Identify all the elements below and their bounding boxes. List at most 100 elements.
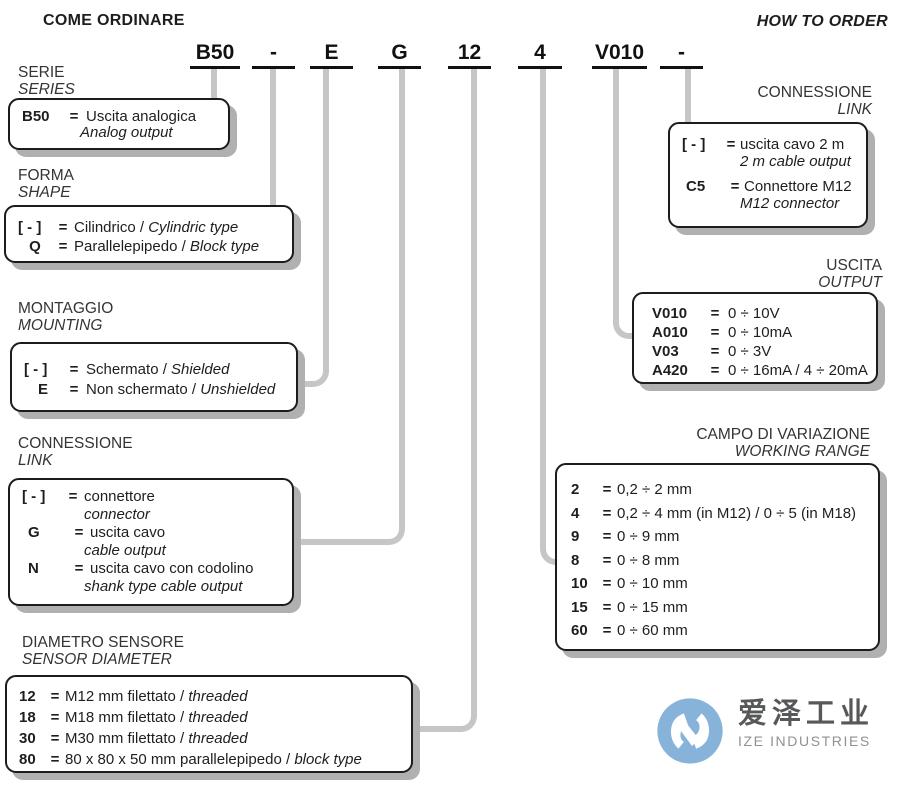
equals-sign: =	[69, 361, 79, 378]
heading-working-range-it: CAMPO DI VARIAZIONE	[696, 426, 870, 443]
option-text-en: Shielded	[171, 361, 230, 378]
option-text: 80 x 80 x 50 mm parallelepipedo / block …	[65, 749, 362, 770]
option-text-translation: Analog output	[80, 124, 173, 141]
option-code: 18	[19, 709, 36, 726]
box-mounting: [ - ] = Schermato / Shielded E = Non sch…	[10, 342, 298, 412]
option-code: [ - ]	[24, 361, 48, 378]
option-text: uscita cavo 2 m	[740, 136, 845, 153]
box-link-right: [ - ] = uscita cavo 2 m 2 m cable output…	[668, 122, 868, 228]
option-text-it: M18 mm filettato /	[65, 709, 189, 726]
option-row: [ - ] = Schermato / Shielded	[24, 360, 286, 380]
heading-mounting-en: MOUNTING	[18, 317, 103, 334]
option-text: M12 mm filettato / threaded	[65, 686, 248, 707]
option-code: B50	[22, 108, 50, 125]
equals-sign: =	[710, 324, 720, 341]
ize-industries-logo: 爱泽工业 IZE INDUSTRIES	[656, 697, 874, 765]
option-row: 10 = 0 ÷ 10 mm	[571, 572, 868, 596]
option-text: 0 ÷ 16mA / 4 ÷ 20mA	[728, 362, 868, 379]
option-row: N = uscita cavo con codolino	[22, 560, 282, 578]
option-code: 9	[571, 528, 580, 545]
option-text: 0 ÷ 10 mm	[617, 575, 688, 592]
box-output: V010 = 0 ÷ 10V A010 = 0 ÷ 10mA V03 = 0 ÷…	[632, 292, 878, 384]
option-text: Uscita analogica	[86, 108, 197, 125]
code-segment-mounting: E	[310, 42, 353, 69]
equals-sign: =	[74, 524, 84, 541]
option-text: 0 ÷ 10mA	[728, 324, 793, 341]
option-code: V010	[652, 305, 688, 322]
ize-logo-icon	[657, 698, 723, 764]
connector-line-shape	[270, 69, 276, 205]
option-row: 15 = 0 ÷ 15 mm	[571, 596, 868, 620]
heading-diameter: DIAMETRO SENSORE SENSOR DIAMETER	[22, 634, 184, 668]
heading-shape: FORMA SHAPE	[18, 167, 74, 201]
connector-line-output	[613, 69, 619, 322]
heading-link-left-en: LINK	[18, 452, 53, 469]
equals-sign: =	[730, 178, 740, 195]
option-row: E = Non schermato / Unshielded	[24, 380, 286, 400]
option-code: G	[28, 524, 40, 541]
option-code: 4	[571, 504, 580, 522]
option-code: [ - ]	[18, 219, 42, 236]
option-code: 15	[571, 598, 588, 616]
heading-mounting-it: MONTAGGIO	[18, 300, 114, 317]
option-text: 0 ÷ 15 mm	[617, 598, 688, 616]
equals-sign: =	[726, 136, 736, 153]
equals-sign: =	[710, 305, 720, 322]
option-text-en: threaded	[188, 709, 248, 726]
ize-logo-english-name: IZE INDUSTRIES	[738, 733, 871, 749]
code-segment-diameter: 12	[448, 42, 491, 69]
option-text-it: Non schermato /	[86, 381, 201, 398]
connector-elbow-diameter	[412, 715, 477, 732]
option-text: 0 ÷ 3V	[728, 343, 772, 360]
option-code: 12	[19, 688, 36, 705]
equals-sign: =	[602, 481, 612, 498]
connector-line-link	[399, 69, 405, 528]
option-code: 60	[571, 622, 588, 639]
heading-shape-it: FORMA	[18, 167, 74, 184]
option-code: 30	[19, 730, 36, 747]
equals-sign: =	[602, 551, 612, 569]
option-row: 8 = 0 ÷ 8 mm	[571, 549, 868, 573]
option-text: M18 mm filettato / threaded	[65, 707, 248, 728]
heading-series-en: SERIES	[18, 81, 75, 98]
option-text: 0,2 ÷ 4 mm (in M12) / 0 ÷ 5 (in M18)	[617, 504, 857, 522]
option-code: A010	[652, 324, 688, 341]
option-code: [ - ]	[22, 488, 46, 505]
connector-line-series	[211, 69, 217, 98]
option-row: 9 = 0 ÷ 9 mm	[571, 525, 868, 549]
option-code: C5	[686, 178, 706, 195]
code-segment-shape: -	[252, 42, 295, 69]
option-text-it: M12 mm filettato /	[65, 688, 189, 705]
option-row: 2 = 0,2 ÷ 2 mm	[571, 478, 868, 502]
option-code: V03	[652, 343, 679, 360]
option-row: [ - ] = Cilindrico / Cylindric type	[18, 218, 282, 237]
option-row: 60 = 0 ÷ 60 mm	[571, 619, 868, 643]
option-row: [ - ] = connettore	[22, 488, 282, 506]
option-code: 80	[19, 751, 36, 768]
option-row: B50 = Uscita analogica	[22, 109, 218, 125]
option-text: uscita cavo	[90, 524, 166, 541]
option-text: Schermato / Shielded	[86, 360, 229, 380]
heading-series: SERIE SERIES	[18, 64, 75, 98]
option-row: 4 = 0,2 ÷ 4 mm (in M12) / 0 ÷ 5 (in M18)	[571, 502, 868, 526]
option-code: 8	[571, 551, 580, 569]
equals-sign: =	[602, 598, 612, 616]
option-row: 30 = M30 mm filettato / threaded	[19, 728, 401, 749]
equals-sign: =	[602, 528, 612, 545]
equals-sign: =	[68, 488, 78, 505]
heading-diameter-it: DIAMETRO SENSORE	[22, 634, 184, 651]
option-text: uscita cavo con codolino	[90, 560, 254, 577]
code-segment-range: 4	[518, 42, 562, 69]
option-code: [ - ]	[682, 136, 706, 153]
option-text: connettore	[84, 488, 155, 505]
option-code: 10	[571, 575, 588, 592]
equals-sign: =	[710, 343, 720, 360]
option-text-translation: cable output	[84, 542, 166, 559]
option-text-translation: connector	[84, 506, 150, 523]
option-text-it: Schermato /	[86, 361, 172, 378]
option-row: A420 = 0 ÷ 16mA / 4 ÷ 20mA	[652, 361, 868, 380]
equals-sign: =	[74, 560, 84, 577]
heading-mounting: MONTAGGIO MOUNTING	[18, 300, 113, 334]
equals-sign: =	[58, 238, 68, 255]
